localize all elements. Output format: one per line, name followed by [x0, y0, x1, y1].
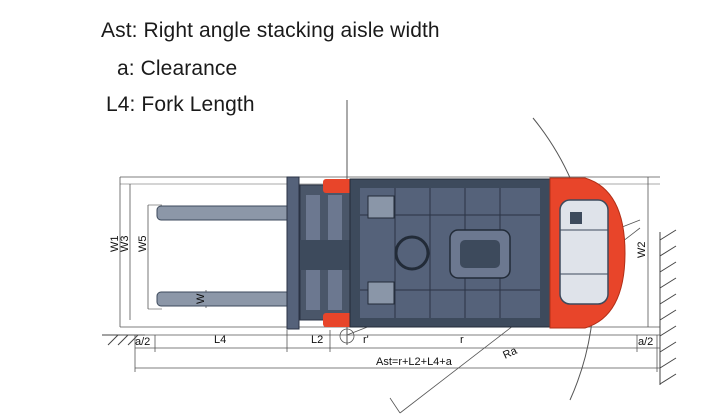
label-l4: L4: [214, 334, 226, 346]
lpg-tank: [559, 199, 609, 305]
wall-hatch-right: [659, 229, 677, 385]
mast-crossbar: [300, 240, 350, 270]
label-r: r: [460, 334, 464, 346]
legend-fork-length: L4: Fork Length: [106, 93, 255, 116]
label-l2: L2: [311, 334, 323, 346]
label-ast-formula: Ast=r+L2+L4+a: [376, 356, 453, 368]
fork-upper: [156, 205, 298, 221]
radius-tick: [389, 397, 401, 414]
steering-wheel: [394, 235, 430, 271]
side-panel-lower: [367, 281, 395, 305]
fork-carriage: [286, 176, 300, 330]
seat-cushion: [460, 240, 500, 268]
label-w2: W2: [636, 242, 648, 259]
tank-valve: [570, 212, 582, 224]
label-a-half-right: a/2: [638, 336, 653, 348]
fender-front-bottom: [323, 313, 353, 327]
pivot-marker: [339, 328, 355, 344]
label-w: W: [195, 293, 207, 304]
label-w5: W5: [137, 236, 149, 253]
label-w1: W1: [109, 236, 121, 253]
legend-ast: Ast: Right angle stacking aisle width: [101, 19, 440, 42]
label-r-prime: r': [363, 334, 369, 346]
label-w3: W3: [119, 236, 131, 253]
fender-front-top: [323, 179, 353, 193]
label-ra: Ra: [501, 345, 520, 362]
label-a-half-left: a/2: [135, 336, 150, 348]
side-panel-upper: [367, 195, 395, 219]
fork-lower: [156, 291, 298, 307]
legend-clearance: a: Clearance: [117, 57, 238, 80]
